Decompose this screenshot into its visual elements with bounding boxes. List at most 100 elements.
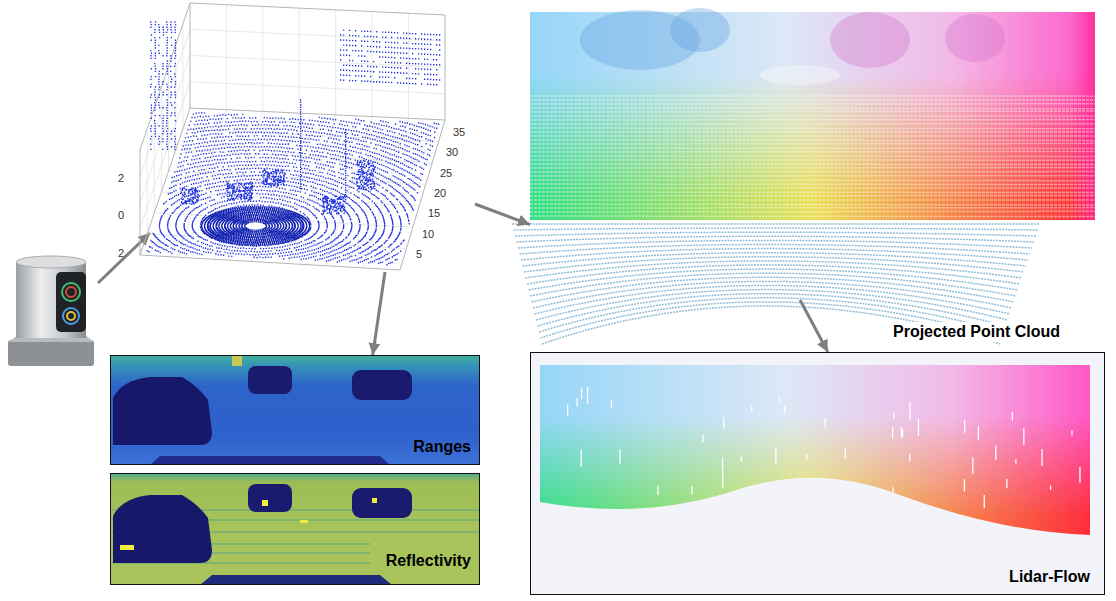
scan-line xyxy=(530,159,1095,161)
flow-streak xyxy=(581,388,582,399)
ranges-image-box: Ranges xyxy=(110,355,480,465)
lidar-sensor xyxy=(8,256,94,366)
axis-tick: 2 xyxy=(118,247,124,260)
label-anchor: 2 xyxy=(118,168,124,186)
axis-tick: 5 xyxy=(416,248,422,261)
flow-streak xyxy=(576,398,577,406)
scan-line xyxy=(530,203,1095,205)
scan-line xyxy=(530,110,1095,112)
flow-streak xyxy=(892,487,893,493)
grid-line xyxy=(190,29,445,41)
scan-line xyxy=(530,143,1095,145)
label-anchor: 10 xyxy=(422,224,434,242)
scan-line xyxy=(517,236,1035,242)
flow-streak xyxy=(995,445,996,460)
flow-streak xyxy=(751,406,752,412)
scan-line xyxy=(530,175,1095,177)
flow-streak xyxy=(810,495,811,499)
flow-streak xyxy=(918,418,919,436)
scan-line xyxy=(530,179,1095,181)
flow-streak xyxy=(984,495,985,508)
sensor-ring xyxy=(67,312,75,320)
flow-streak xyxy=(789,497,790,509)
point-cloud xyxy=(147,22,441,265)
scan-line xyxy=(530,123,1095,125)
flow-streak xyxy=(779,396,780,403)
axis-tick: 35 xyxy=(453,126,465,139)
flow-colors-top xyxy=(540,365,1090,535)
point-cloud-dense xyxy=(201,207,310,246)
flow-streak xyxy=(972,457,973,473)
scene-shape xyxy=(830,12,910,68)
car-shape xyxy=(113,377,212,445)
sensor-window xyxy=(56,272,86,332)
flow-streak xyxy=(702,435,703,443)
scan-line xyxy=(530,187,1095,189)
label-anchor: 30 xyxy=(446,142,458,160)
flow-streak xyxy=(723,417,724,429)
scan-line xyxy=(530,183,1095,185)
scan-line xyxy=(527,265,1020,284)
scene-shape xyxy=(945,14,1005,62)
scan-line xyxy=(512,223,1040,225)
flow-ground xyxy=(530,352,1105,595)
label-anchor: 2 xyxy=(118,243,124,261)
scan-line xyxy=(530,163,1095,165)
bright-spot xyxy=(120,545,134,550)
label-anchor: Reflectivity xyxy=(386,552,471,570)
flow-streak xyxy=(567,405,568,416)
scan-line xyxy=(530,211,1095,213)
reflectivity-image xyxy=(110,473,480,585)
label-anchor: 20 xyxy=(434,183,446,201)
car-shape xyxy=(248,484,292,512)
grid-line xyxy=(289,115,336,264)
scene-shape xyxy=(670,8,730,52)
sensor-base xyxy=(8,340,94,366)
scan-line xyxy=(530,135,1095,137)
flow-streak xyxy=(784,406,785,413)
axis-tick: 2 xyxy=(118,172,124,185)
grid-line xyxy=(140,29,190,176)
axis-tick: 10 xyxy=(422,228,434,241)
label-anchor: 25 xyxy=(440,163,452,181)
scan-line xyxy=(530,167,1095,169)
flow-streak xyxy=(722,457,723,471)
ranges-image xyxy=(110,355,480,465)
grid-line xyxy=(177,110,226,257)
scan-line xyxy=(530,191,1095,193)
sensor-arrow xyxy=(98,233,150,283)
bright-spot xyxy=(300,520,308,523)
flow-streak xyxy=(1012,412,1013,420)
plot-3d xyxy=(140,3,445,270)
scan-line xyxy=(530,103,1095,105)
sensor-body xyxy=(16,262,86,338)
scan-line xyxy=(530,99,1095,101)
ground-band xyxy=(150,456,390,465)
flow-arrow xyxy=(800,300,828,352)
flow-streak xyxy=(901,427,902,437)
range-map xyxy=(110,355,480,465)
label-anchor: Ranges xyxy=(413,438,471,456)
flow-streak xyxy=(902,429,903,437)
scan-line xyxy=(530,139,1095,141)
grid-line xyxy=(445,15,446,120)
flow-streak xyxy=(1071,431,1072,436)
car-shape xyxy=(352,488,412,518)
flow-streak xyxy=(741,456,742,461)
flow-streak xyxy=(691,486,692,494)
reflectivity-image-box: Reflectivity xyxy=(110,473,480,585)
scan-line xyxy=(530,127,1095,129)
flow-streak xyxy=(722,472,723,488)
flow-streaks xyxy=(568,386,1080,508)
axis-tick: 0 xyxy=(118,209,124,222)
flow-arrow xyxy=(373,272,385,355)
flow-streak xyxy=(964,479,965,491)
image-caption: Projected Point Cloud xyxy=(890,322,1063,342)
flow-streak xyxy=(1079,467,1080,483)
scan-line xyxy=(530,107,1095,109)
scan-line xyxy=(530,155,1095,157)
flow-streak xyxy=(581,450,582,467)
flow-streak xyxy=(893,413,894,419)
